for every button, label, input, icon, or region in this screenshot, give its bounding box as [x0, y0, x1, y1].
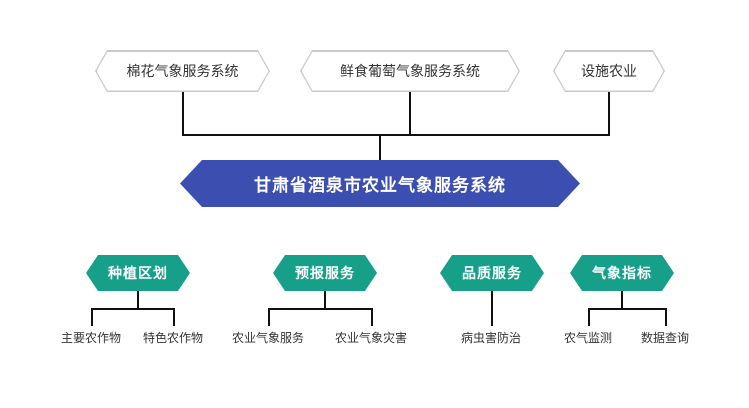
- node-grape-system[interactable]: 鲜食葡萄气象服务系统: [300, 50, 520, 92]
- node-facility-agriculture[interactable]: 设施农业: [553, 50, 665, 92]
- node-cotton-system-label: 棉花气象服务系统: [97, 52, 269, 91]
- connector-line: [409, 92, 411, 136]
- branch-quality-service-label: 品质服务: [462, 265, 522, 281]
- connector-line: [379, 136, 381, 162]
- leaf-agri-weather-service[interactable]: 农业气象服务: [231, 331, 305, 345]
- leaf-agri-weather-disaster[interactable]: 农业气象灾害: [334, 331, 408, 345]
- leaf-special-crops[interactable]: 特色农作物: [142, 331, 204, 345]
- leaf-data-query[interactable]: 数据查询: [640, 331, 690, 345]
- node-cotton-system[interactable]: 棉花气象服务系统: [95, 50, 270, 92]
- connector-line: [621, 291, 623, 309]
- node-facility-agriculture-label: 设施农业: [555, 52, 664, 91]
- node-grape-system-label: 鲜食葡萄气象服务系统: [302, 52, 519, 91]
- connector-line: [268, 308, 372, 310]
- connector-line: [588, 308, 590, 326]
- leaf-main-crops[interactable]: 主要农作物: [60, 331, 122, 345]
- connector-line: [665, 308, 667, 326]
- connector-line: [182, 134, 610, 136]
- branch-planting-zoning[interactable]: 种植区划: [86, 255, 190, 291]
- leaf-agri-weather-monitor[interactable]: 农气监测: [563, 331, 613, 345]
- node-root-system-label: 甘肃省酒泉市农业气象服务系统: [254, 176, 506, 195]
- connector-line: [91, 308, 93, 326]
- connector-line: [608, 92, 610, 136]
- branch-forecast-service[interactable]: 预报服务: [273, 255, 377, 291]
- node-root-system[interactable]: 甘肃省酒泉市农业气象服务系统: [180, 160, 580, 207]
- connector-line: [588, 308, 666, 310]
- branch-quality-service[interactable]: 品质服务: [440, 255, 544, 291]
- branch-weather-indicators[interactable]: 气象指标: [570, 255, 674, 291]
- branch-forecast-service-label: 预报服务: [295, 265, 355, 281]
- leaf-pest-control[interactable]: 病虫害防治: [460, 331, 522, 345]
- connector-line: [91, 308, 175, 310]
- connector-line: [371, 308, 373, 326]
- connector-line: [268, 308, 270, 326]
- connector-line: [173, 308, 175, 326]
- connector-line: [137, 291, 139, 309]
- connector-line: [182, 92, 184, 136]
- branch-weather-indicators-label: 气象指标: [592, 265, 652, 281]
- branch-planting-zoning-label: 种植区划: [108, 265, 168, 281]
- connector-line: [491, 291, 493, 326]
- connector-line: [324, 291, 326, 309]
